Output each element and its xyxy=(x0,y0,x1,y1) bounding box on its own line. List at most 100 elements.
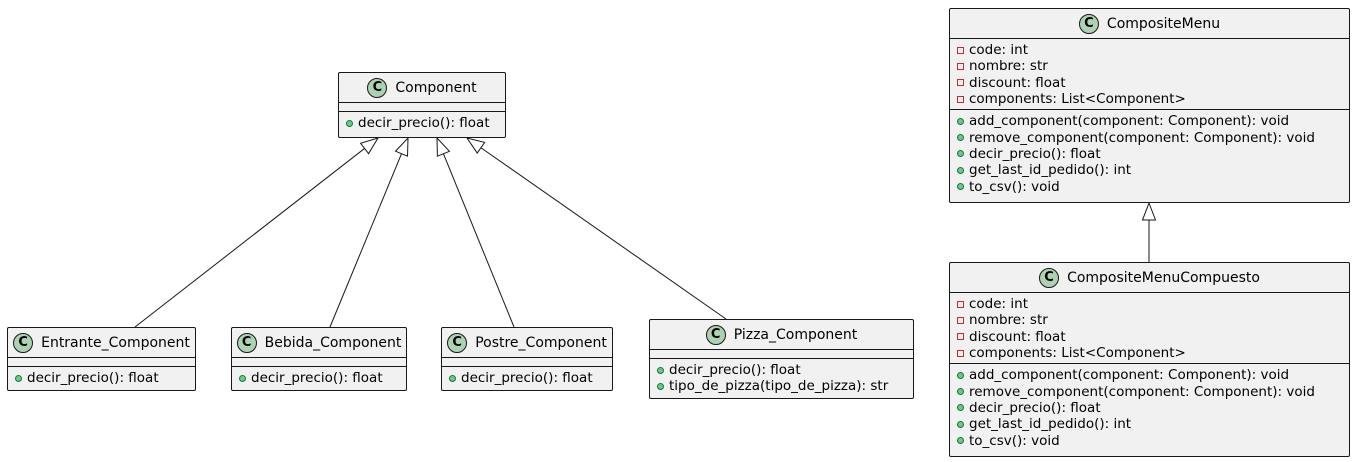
attribute-row: components: List<Component> xyxy=(950,91,1349,107)
public-visibility-icon xyxy=(957,150,964,158)
class-c-icon: C xyxy=(447,332,468,353)
methods-compartment: decir_precio(): float xyxy=(232,367,406,388)
method-text: to_csv(): void xyxy=(969,178,1060,195)
attribute-text: code: int xyxy=(969,42,1028,59)
attribute-row: components: List<Component> xyxy=(950,345,1349,361)
method-row: tipo_de_pizza(tipo_de_pizza): str xyxy=(650,378,913,394)
method-text: remove_component(component: Component): … xyxy=(969,383,1315,400)
method-row: decir_precio(): float xyxy=(950,400,1349,416)
class-c-icon: C xyxy=(1039,267,1060,288)
method-text: decir_precio(): float xyxy=(969,145,1101,162)
method-text: decir_precio(): float xyxy=(669,362,801,379)
method-text: decir_precio(): float xyxy=(461,370,593,387)
class-header: C Postre_Component xyxy=(442,328,612,358)
inheritance-line-bebida xyxy=(329,153,402,328)
public-visibility-icon xyxy=(957,134,964,142)
public-visibility-icon xyxy=(957,183,964,191)
method-row: remove_component(component: Component): … xyxy=(950,383,1349,400)
class-name: Component xyxy=(395,79,477,96)
inheritance-line-postre xyxy=(442,153,515,328)
class-header: C Bebida_Component xyxy=(232,328,406,358)
method-text: get_last_id_pedido(): int xyxy=(969,416,1132,433)
public-visibility-icon xyxy=(657,366,664,374)
method-text: add_component(component: Component): voi… xyxy=(969,113,1290,130)
attributes-compartment xyxy=(232,358,406,367)
method-text: decir_precio(): float xyxy=(27,370,159,387)
private-visibility-icon xyxy=(957,316,964,324)
methods-compartment: add_component(component: Component): voi… xyxy=(950,364,1349,450)
method-row: to_csv(): void xyxy=(950,432,1349,449)
class-c-icon: C xyxy=(367,77,388,98)
method-text: tipo_de_pizza(tipo_de_pizza): str xyxy=(669,378,889,395)
method-row: decir_precio(): float xyxy=(8,370,195,386)
edge-layer xyxy=(134,136,1157,328)
methods-compartment: decir_precio(): float xyxy=(442,367,612,388)
attribute-row: code: int xyxy=(950,42,1349,58)
public-visibility-icon xyxy=(957,420,964,428)
class-name: Bebida_Component xyxy=(264,334,402,351)
class-c-icon: C xyxy=(236,332,257,353)
attributes-compartment xyxy=(442,358,612,367)
public-visibility-icon xyxy=(15,374,22,382)
public-visibility-icon xyxy=(657,382,664,390)
method-row: to_csv(): void xyxy=(950,178,1349,195)
private-visibility-icon xyxy=(957,46,964,54)
inheritance-arrowhead-entrante xyxy=(359,137,380,155)
attribute-row: code: int xyxy=(950,296,1349,312)
class-name: Entrante_Component xyxy=(41,334,190,351)
inheritance-arrowhead-compositemenucompuesto xyxy=(1141,201,1157,221)
inheritance-arrowhead-bebida xyxy=(394,136,409,157)
method-row: get_last_id_pedido(): int xyxy=(950,162,1349,178)
inheritance-arrowhead-pizza xyxy=(465,137,486,154)
attribute-row: discount: float xyxy=(950,329,1349,345)
method-text: remove_component(component: Component): … xyxy=(969,129,1315,146)
class-name: Postre_Component xyxy=(475,334,607,351)
attribute-text: components: List<Component> xyxy=(969,345,1186,362)
method-row: decir_precio(): float xyxy=(650,362,913,378)
class-name: Pizza_Component xyxy=(733,326,858,343)
method-row: add_component(component: Component): voi… xyxy=(950,113,1349,129)
method-row: decir_precio(): float xyxy=(232,370,406,386)
public-visibility-icon xyxy=(957,166,964,174)
method-text: get_last_id_pedido(): int xyxy=(969,162,1132,179)
public-visibility-icon xyxy=(239,374,246,382)
attribute-row: nombre: str xyxy=(950,58,1349,74)
attributes-compartment xyxy=(8,358,195,367)
class-postre: C Postre_Component decir_precio(): float xyxy=(441,327,613,391)
public-visibility-icon xyxy=(957,437,964,445)
method-row: add_component(component: Component): voi… xyxy=(950,367,1349,383)
private-visibility-icon xyxy=(957,333,964,341)
class-header: C CompositeMenuCompuesto xyxy=(950,263,1349,293)
private-visibility-icon xyxy=(957,95,964,103)
private-visibility-icon xyxy=(957,62,964,70)
class-name: CompositeMenuCompuesto xyxy=(1067,269,1260,286)
class-c-icon: C xyxy=(1078,13,1099,34)
method-text: add_component(component: Component): voi… xyxy=(969,367,1290,384)
public-visibility-icon xyxy=(346,119,353,127)
attribute-text: components: List<Component> xyxy=(969,91,1186,108)
attribute-text: nombre: str xyxy=(969,58,1048,75)
attribute-text: nombre: str xyxy=(969,312,1048,329)
public-visibility-icon xyxy=(449,374,456,382)
method-text: decir_precio(): float xyxy=(251,370,383,387)
private-visibility-icon xyxy=(957,79,964,87)
public-visibility-icon xyxy=(957,404,964,412)
inheritance-line-entrante xyxy=(134,148,365,328)
methods-compartment: decir_precio(): float xyxy=(8,367,195,388)
class-header: C Component xyxy=(339,73,505,103)
attribute-text: discount: float xyxy=(969,74,1066,91)
public-visibility-icon xyxy=(957,371,964,379)
method-text: decir_precio(): float xyxy=(969,399,1101,416)
class-bebida: C Bebida_Component decir_precio(): float xyxy=(231,327,407,391)
methods-compartment: add_component(component: Component): voi… xyxy=(950,110,1349,196)
method-row: decir_precio(): float xyxy=(950,146,1349,162)
